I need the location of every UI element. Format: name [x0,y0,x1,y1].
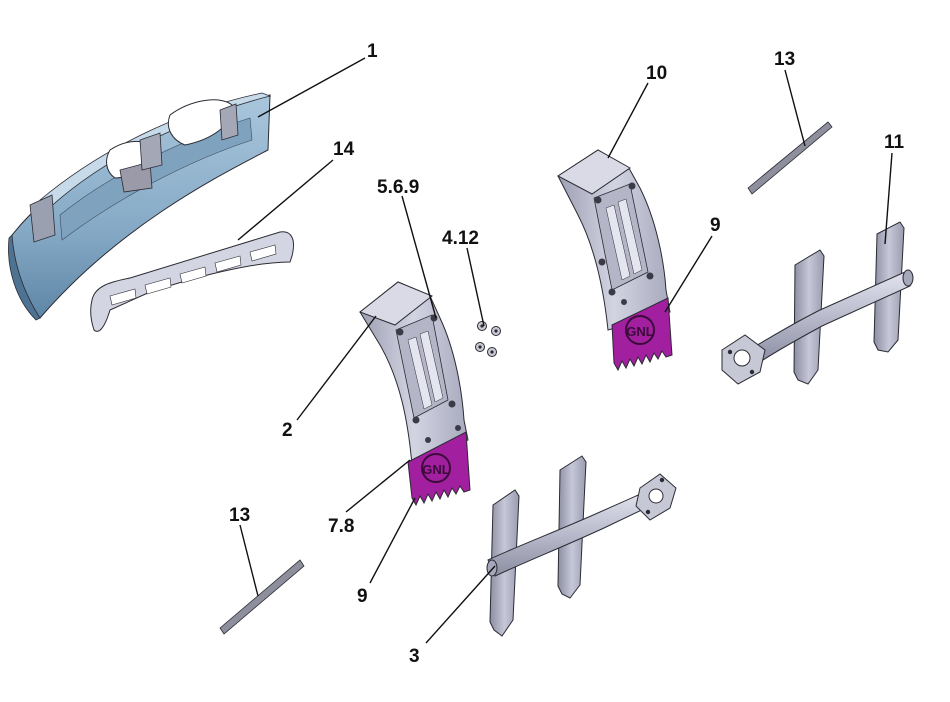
callout-5-6-9: 5.6.9 [377,177,420,198]
part-13-strip-top [747,121,833,195]
logo-right: GNL [626,324,654,339]
part-1-bumper [8,92,272,321]
callout-9-left: 9 [357,586,368,607]
part-9-mudflap-left: GNL [407,431,471,507]
callout-10: 10 [646,63,668,84]
callout-11: 11 [884,132,905,153]
callout-1: 1 [367,41,378,62]
part-10-mudguard [557,149,671,331]
part-4-12-fasteners [475,321,501,357]
callout-13-bottom: 13 [229,505,251,526]
leader-lines [237,57,893,644]
callout-13-top: 13 [774,49,796,70]
part-13-strip-bottom [219,559,305,635]
callout-7-8: 7.8 [328,516,355,537]
part-14-reinforcement [90,231,294,332]
callout-2: 2 [282,420,293,441]
callout-4-12: 4.12 [442,228,479,249]
part-9-mudflap-right: GNL [611,297,673,372]
logo-left: GNL [422,462,450,477]
callout-3: 3 [409,646,420,667]
callout-14: 14 [333,139,355,160]
callout-9-right: 9 [710,215,721,236]
part-2-mudguard [358,281,469,466]
part-3-bracket [486,455,677,637]
part-11-bracket [721,221,914,385]
